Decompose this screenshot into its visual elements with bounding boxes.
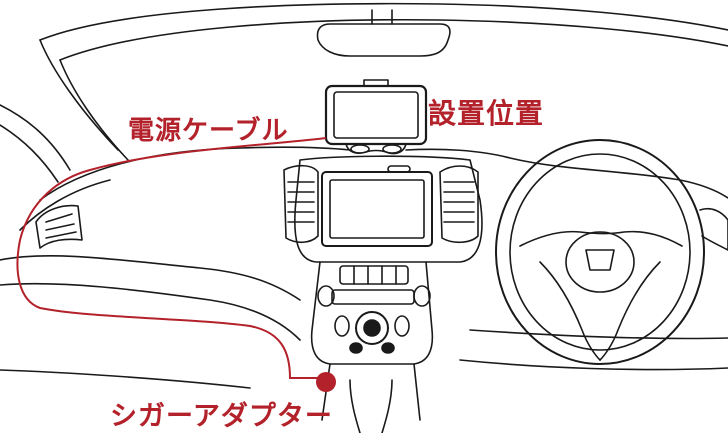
install-position-label: 設置位置 [428, 97, 545, 130]
cigar-adapter-label: シガーアダプター [110, 401, 333, 432]
left-air-vent [35, 204, 83, 249]
dashboard [0, 146, 728, 389]
center-console [283, 155, 483, 433]
dashcam-device-icon [324, 79, 428, 155]
rearview-mirror-icon [316, 9, 451, 57]
power-cable [16, 137, 327, 379]
steering-wheel-icon [495, 139, 728, 365]
power-cable-label: 電源ケーブル [128, 116, 289, 146]
cigar-socket-icon [316, 372, 336, 392]
windshield-frame [0, 2, 728, 183]
